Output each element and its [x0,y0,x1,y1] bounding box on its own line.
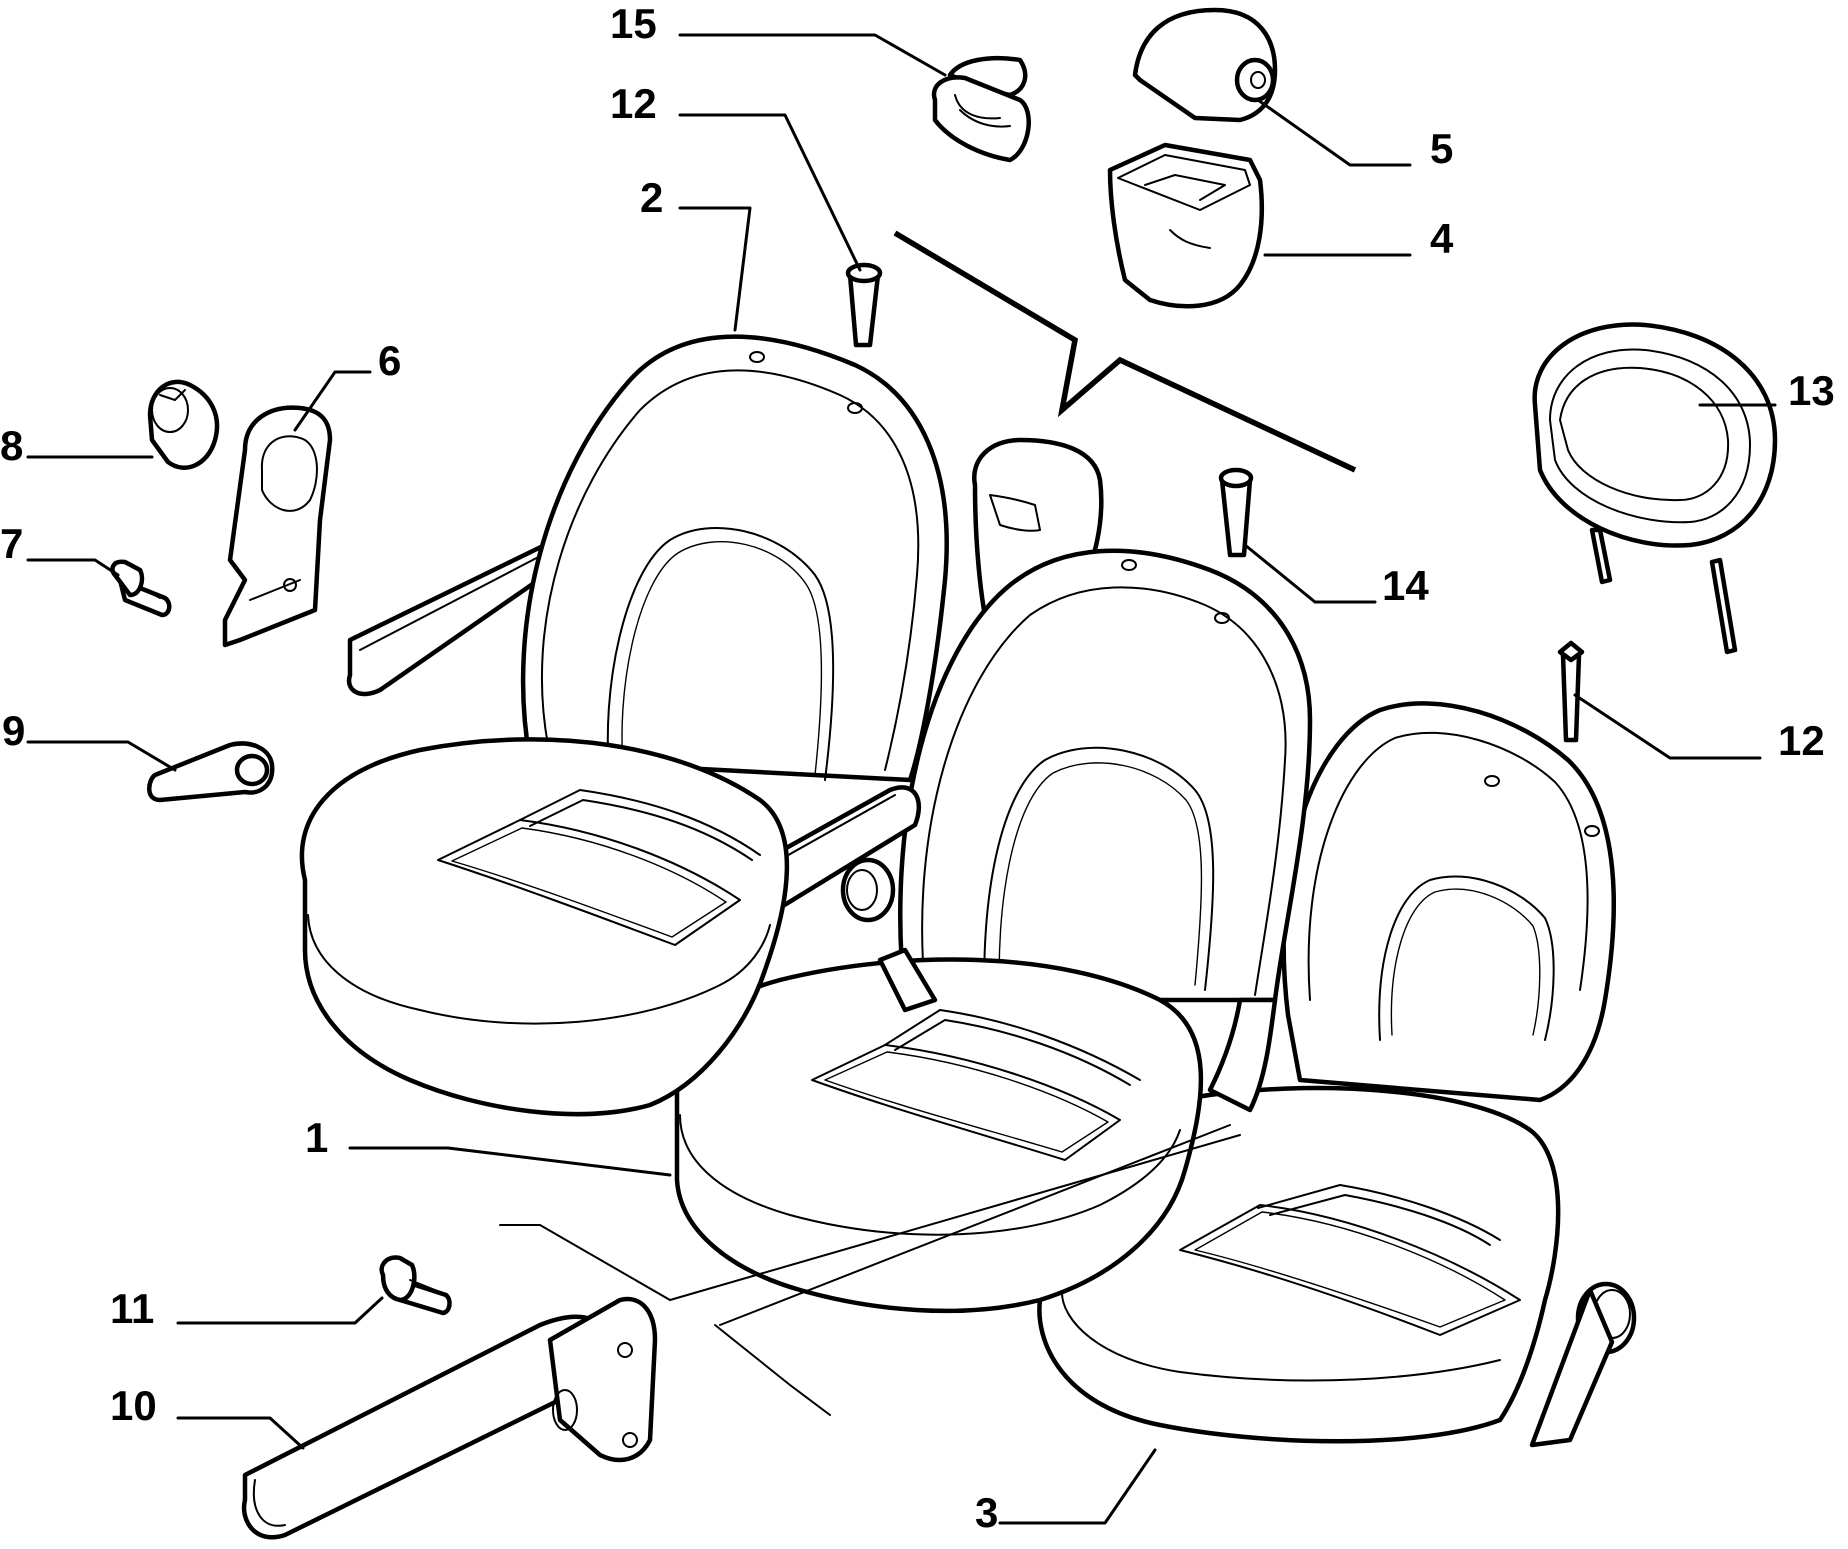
part-10-armrest [241,1296,658,1540]
callout-4: 4 [1430,215,1454,262]
callout-15: 15 [610,0,657,47]
leader-14 [1243,543,1377,604]
callout-6: 6 [378,337,401,384]
part-12-guide-upper [845,262,883,348]
callout-13: 13 [1788,367,1835,414]
callout-12-lower: 12 [1778,717,1825,764]
part-11-bolt [379,1255,452,1316]
part-12-guide-lower [1557,640,1585,743]
leader-1 [348,1146,672,1177]
leader-9 [26,740,177,772]
part-8-knob [147,379,220,470]
callout-5: 5 [1430,125,1453,172]
callout-11: 11 [110,1285,154,1332]
part-14-guide [1218,467,1254,558]
part-5-cover [1132,7,1278,123]
leader-11 [176,1296,384,1325]
part-15-clip [931,55,1031,163]
callout-10: 10 [110,1382,157,1429]
part-6-side-cover [222,405,333,648]
part-13-headrest [1532,322,1778,655]
floor-lines [499,1124,1241,1416]
callout-9: 9 [2,707,25,754]
left-seat [299,334,949,1117]
callout-1: 1 [305,1114,328,1161]
leader-2 [678,206,752,332]
leader-10 [176,1416,305,1450]
leader-5 [1256,98,1412,167]
part-4-housing [1107,142,1265,309]
section-break-line [893,230,1357,473]
leader-12-upper [678,113,862,272]
callout-8: 8 [0,422,23,469]
leader-lines [26,33,1777,1525]
callout-12-upper: 12 [610,80,657,127]
callout-2: 2 [640,174,663,221]
leader-12-lower [1573,693,1762,760]
middle-seat [673,437,1313,1314]
leader-6 [293,370,372,432]
leader-15 [678,33,947,77]
callout-14: 14 [1382,562,1429,609]
part-9-lever [147,741,275,803]
callout-7: 7 [0,520,23,567]
leader-7 [26,558,120,577]
callout-3: 3 [975,1489,998,1536]
leader-3 [998,1448,1157,1525]
part-7-screw [110,559,172,618]
